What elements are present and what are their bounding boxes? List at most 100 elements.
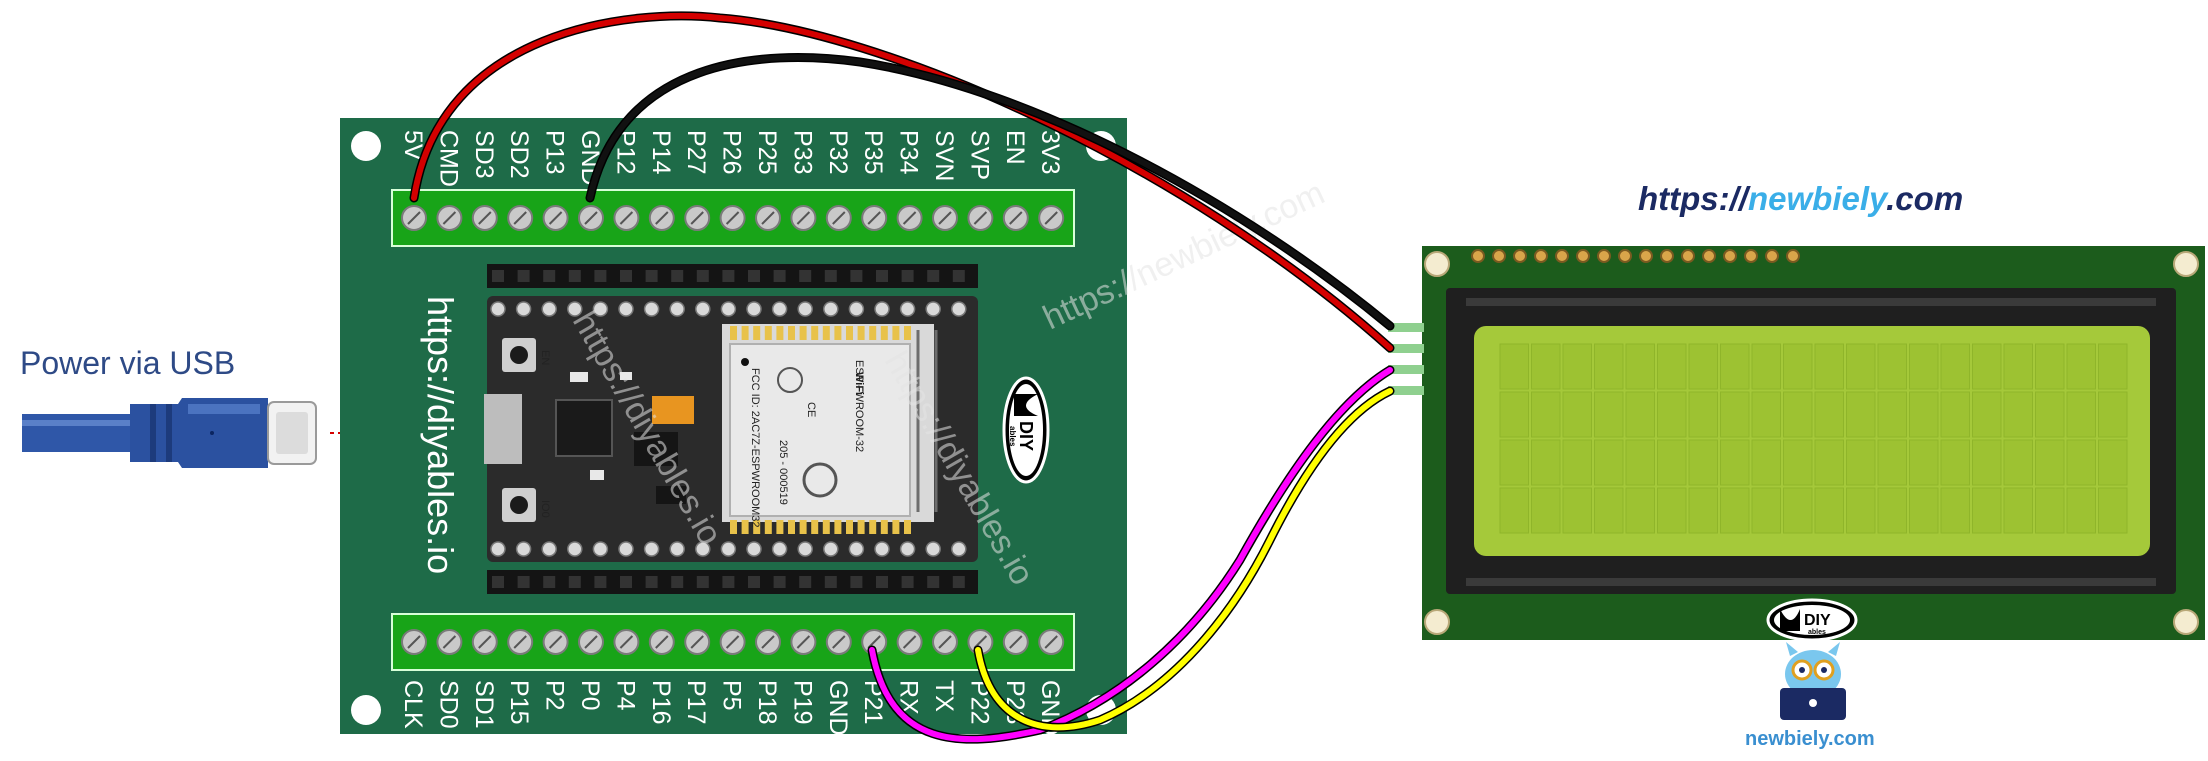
header-hole [492,270,504,282]
header-hole [517,576,530,588]
top-pin-label: CMD [434,130,462,187]
header-hole [876,270,888,282]
lcd-char-cell [1562,439,1592,486]
module-pad [857,326,865,340]
lcd-char-cell [1877,439,1907,486]
lcd-mount-hole [2173,609,2199,635]
module-pad [880,326,888,340]
devkit-pin-pad [848,301,865,317]
voltage-regulator [652,396,694,424]
bottom-pin-label: CLK [399,680,427,729]
module-pad [834,326,842,340]
top-pin-label: P32 [824,130,852,174]
lcd-char-cell [1814,343,1844,390]
top-pin-label: SD3 [470,130,498,179]
devkit-pin-pad [848,541,865,557]
top-pin-label: SVN [930,130,958,181]
lcd-char-cell [1909,439,1939,486]
screw-slot [902,635,917,649]
lcd-char-cell [1688,391,1718,438]
header-hole [696,576,709,588]
top-pin-label: EN [1001,130,1029,165]
board-url: https://diyables.io [420,296,461,574]
screw-slot [1044,211,1058,225]
i2c-connector [1388,323,1424,395]
bottom-pin-label: TX [930,680,958,712]
lcd-char-cell [1625,343,1655,390]
bottom-pin-label: P15 [505,680,533,724]
devkit-pin-pad [720,301,737,317]
devkit-pin-pad [618,541,634,557]
devkit-pin-pad [823,541,839,557]
lcd-char-cell [1972,487,2002,534]
devkit-pin-pad [490,301,506,317]
top-pin-label: P26 [718,130,746,174]
owl-mascot [1780,642,1846,720]
header-hole [850,576,863,588]
devkit-pin-pad [541,541,557,557]
lcd-logo-sub: ables [1808,629,1826,636]
lcd-char-cell [1846,487,1876,534]
header-hole [517,270,530,282]
lcd-char-cell [2003,487,2033,534]
top-pin-label: P27 [682,130,710,174]
screw-slot [478,211,492,225]
header-hole [594,270,607,282]
module-pad [799,326,807,340]
header-hole [927,576,940,588]
lcd-char-cell [2066,487,2096,534]
lcd-char-cell [1657,487,1687,534]
boot-label: IO0 [539,500,551,518]
lcd-mount-hole [1424,251,1450,277]
bottom-pin-label: P19 [788,680,816,724]
brand-name: newbiely [1748,180,1889,217]
devkit-pin-pad [823,301,839,317]
lcd-char-cell [1531,439,1561,486]
devkit-pin-pad [951,541,967,557]
devkit-pin-pad [874,301,890,317]
lcd-header-pin [1471,249,1485,263]
lcd-char-cell [1751,487,1781,534]
devkit-pin-pad [618,301,634,317]
top-pin-label: P35 [859,130,887,174]
lcd-char-cell [1657,343,1687,390]
header-hole [824,576,837,588]
lcd-char-cell [2098,487,2128,534]
screw-slot [761,211,775,225]
screw-slot [938,211,952,225]
lcd-char-cell [1846,439,1876,486]
header-hole [492,576,504,588]
devkit-pin-pad [643,301,660,317]
bottom-pin-label: GND [824,680,852,736]
lcd-char-cell [1940,487,1970,534]
lcd-char-cell [1499,343,1529,390]
lcd-char-cell [1531,343,1561,390]
lcd-char-cell [2066,343,2096,390]
screw-slot [902,211,917,225]
screw-slot [1044,635,1058,649]
devkit-pin-pad [899,301,916,317]
lcd-char-cell [1594,439,1624,486]
screw-slot [442,635,457,649]
header-hole [671,270,684,282]
devkit-pin-pad [695,301,711,317]
lcd-char-cell [1562,487,1592,534]
devkit-pin-pad [746,541,762,557]
module-pad [811,326,819,340]
bottom-pin-label: SD1 [470,680,498,729]
screw-slot [584,211,598,225]
lcd-char-cell [1720,439,1750,486]
lcd-char-cell [1783,391,1813,438]
lcd-char-cell [1499,391,1529,438]
header-hole [850,270,863,282]
module-pad [741,326,749,340]
header-hole [952,270,965,282]
lcd-char-cell [1562,343,1592,390]
header-hole [568,576,581,588]
pcb-antenna [916,330,938,512]
top-pin-label: P33 [788,130,816,174]
lcd-char-cell [2066,439,2096,486]
devkit-pin-pad [592,301,609,317]
screw-slot [619,635,634,649]
